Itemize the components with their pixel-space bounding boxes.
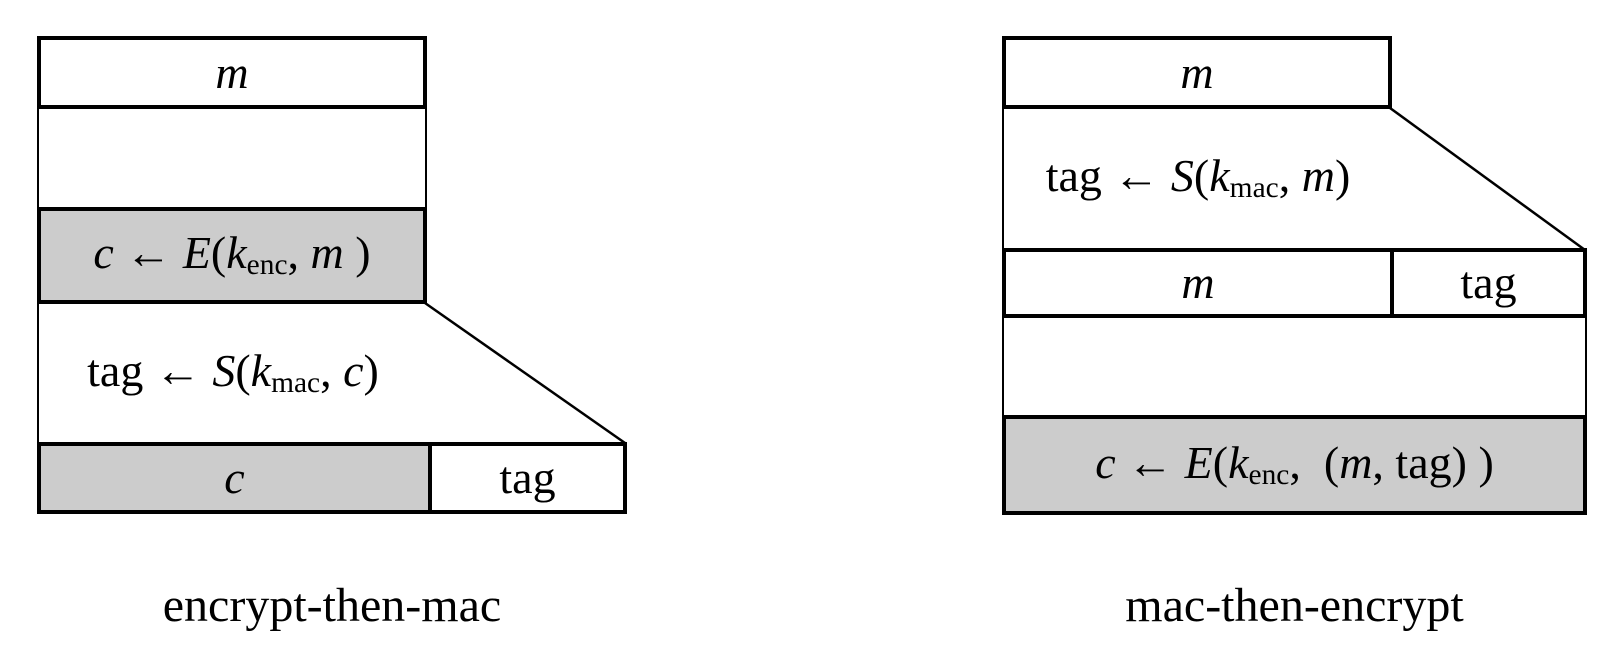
etm-output-box: c tag (37, 442, 627, 514)
etm-mac-formula: tag ← S(kmac, c) (87, 344, 379, 399)
mte-mac-region: tag ← S(kmac, m) (1002, 109, 1392, 248)
etm-message-box: m (37, 36, 427, 109)
etm-encrypt-box: c ← E(kenc, m ) (37, 207, 427, 304)
mte-mid-tag-cell: tag (1394, 252, 1583, 314)
mte-mid-message-cell: m (1006, 252, 1394, 314)
mte-message-label: m (1180, 46, 1214, 98)
etm-ciphertext-label: c (224, 452, 245, 503)
etm-gap-region (37, 109, 427, 207)
mte-message-tag-box: m tag (1002, 248, 1587, 318)
etm-diagonal-line (424, 301, 626, 445)
mte-encrypt-box: c ← E(kenc, (m, tag) ) (1002, 415, 1587, 515)
mte-encrypt-formula: c ← E(kenc, (m, tag) ) (1095, 436, 1494, 491)
mte-message-box: m (1002, 36, 1392, 109)
etm-tag-label: tag (499, 452, 556, 503)
mte-gap-region (1002, 318, 1587, 415)
mte-mid-tag-label: tag (1460, 257, 1517, 308)
etm-caption: encrypt-then-mac (162, 579, 502, 632)
etm-mac-region: tag ← S(kmac, c) (37, 304, 427, 442)
mte-mac-formula: tag ← S(kmac, m) (1045, 150, 1351, 205)
mte-caption: mac-then-encrypt (1125, 579, 1464, 632)
etm-tag-cell: tag (432, 446, 623, 510)
etm-message-label: m (215, 46, 249, 98)
etm-ciphertext-cell: c (41, 446, 432, 510)
mte-diagonal-line (1389, 106, 1586, 252)
etm-encrypt-formula: c ← E(kenc, m ) (93, 227, 371, 282)
mte-mid-message-label: m (1181, 257, 1215, 308)
